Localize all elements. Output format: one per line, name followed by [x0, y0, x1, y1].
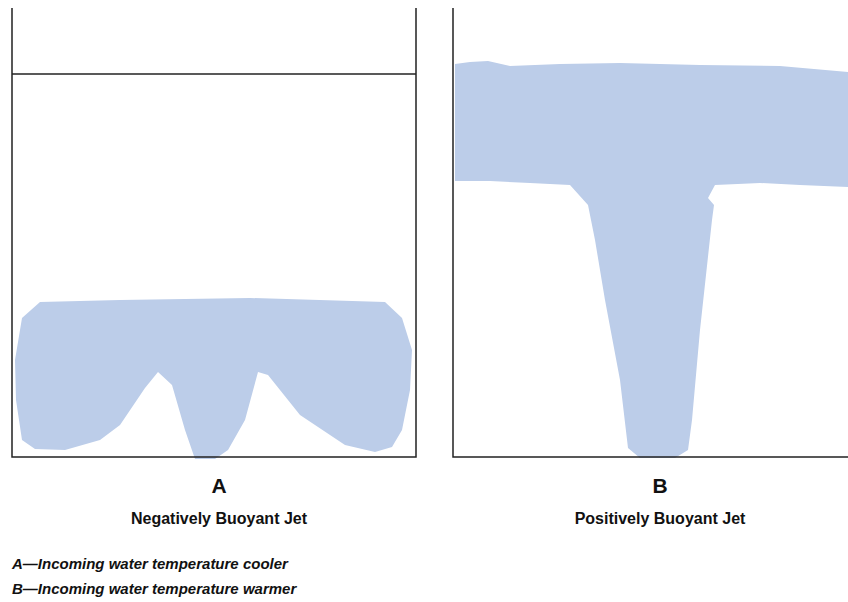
- tank-b-walls: [453, 8, 848, 457]
- panel-caption: Negatively Buoyant Jet: [131, 510, 307, 528]
- cool-plume: [15, 298, 412, 459]
- tank-wall: [12, 8, 416, 457]
- note: B—Incoming water temperature warmer: [12, 581, 296, 598]
- tank-wall: [453, 8, 848, 457]
- panel-caption: Positively Buoyant Jet: [575, 510, 746, 528]
- tank-a-walls: [12, 8, 416, 457]
- note: A—Incoming water temperature cooler: [12, 556, 288, 573]
- warm-plume: [455, 61, 848, 458]
- panel-letter: B: [652, 474, 667, 497]
- panel-letter: A: [211, 474, 226, 497]
- water-surface: [12, 73, 416, 75]
